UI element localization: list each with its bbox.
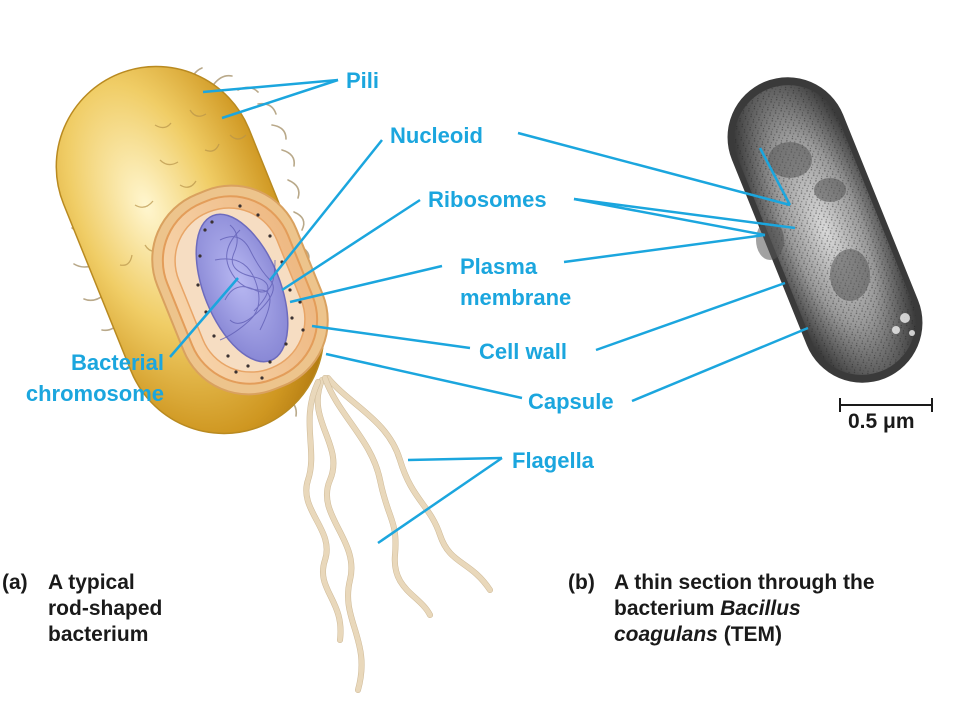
caption-b-line3: coagulans (TEM) [614, 622, 875, 648]
label-bacterial-chromosome-line1: Bacterial [71, 350, 164, 375]
ribosomes [196, 204, 305, 380]
label-plasma-membrane-line2: membrane [460, 285, 572, 310]
caption-b-line3-italic: coagulans [614, 623, 718, 646]
label-pili: Pili [346, 68, 380, 93]
label-nucleoid: Nucleoid [390, 123, 483, 148]
caption-b-line1: A thin section through the [614, 571, 875, 594]
label-flagella: Flagella [512, 448, 594, 473]
scale-bar-label: 0.5 μm [848, 410, 915, 433]
caption-b-line2: bacterium Bacillus [614, 596, 875, 622]
tem-micrograph [727, 77, 923, 383]
caption-b-line3-plain: (TEM) [717, 623, 783, 646]
caption-a-line1: A typical [48, 571, 135, 594]
leader-lines-a [169, 78, 523, 545]
caption-a-line2: rod-shaped [48, 597, 163, 620]
label-plasma-membrane: Plasma membrane [460, 251, 571, 313]
caption-b-line2-plain: bacterium [614, 597, 721, 620]
caption-b-line2-italic: Bacillus [720, 597, 801, 620]
nucleoid-region [195, 213, 289, 363]
leader-lines-b [517, 131, 809, 403]
caption-b-marker: (b) [568, 571, 595, 594]
label-bacterial-chromosome: Bacterial chromosome [0, 347, 164, 409]
flagella [303, 375, 493, 693]
label-bacterial-chromosome-line2: chromosome [25, 381, 164, 406]
caption-b: (b) A thin section through the bacterium… [568, 570, 948, 660]
caption-a: (a) A typical rod-shaped bacterium [2, 570, 262, 660]
caption-a-line3: bacterium [48, 623, 149, 646]
label-capsule: Capsule [528, 389, 614, 414]
label-ribosomes: Ribosomes [428, 187, 547, 212]
scale-bar [839, 398, 933, 412]
label-cell-wall: Cell wall [479, 339, 568, 364]
label-plasma-membrane-line1: Plasma [460, 254, 538, 279]
caption-a-marker: (a) [2, 571, 28, 594]
cell-cutaway [151, 184, 329, 396]
